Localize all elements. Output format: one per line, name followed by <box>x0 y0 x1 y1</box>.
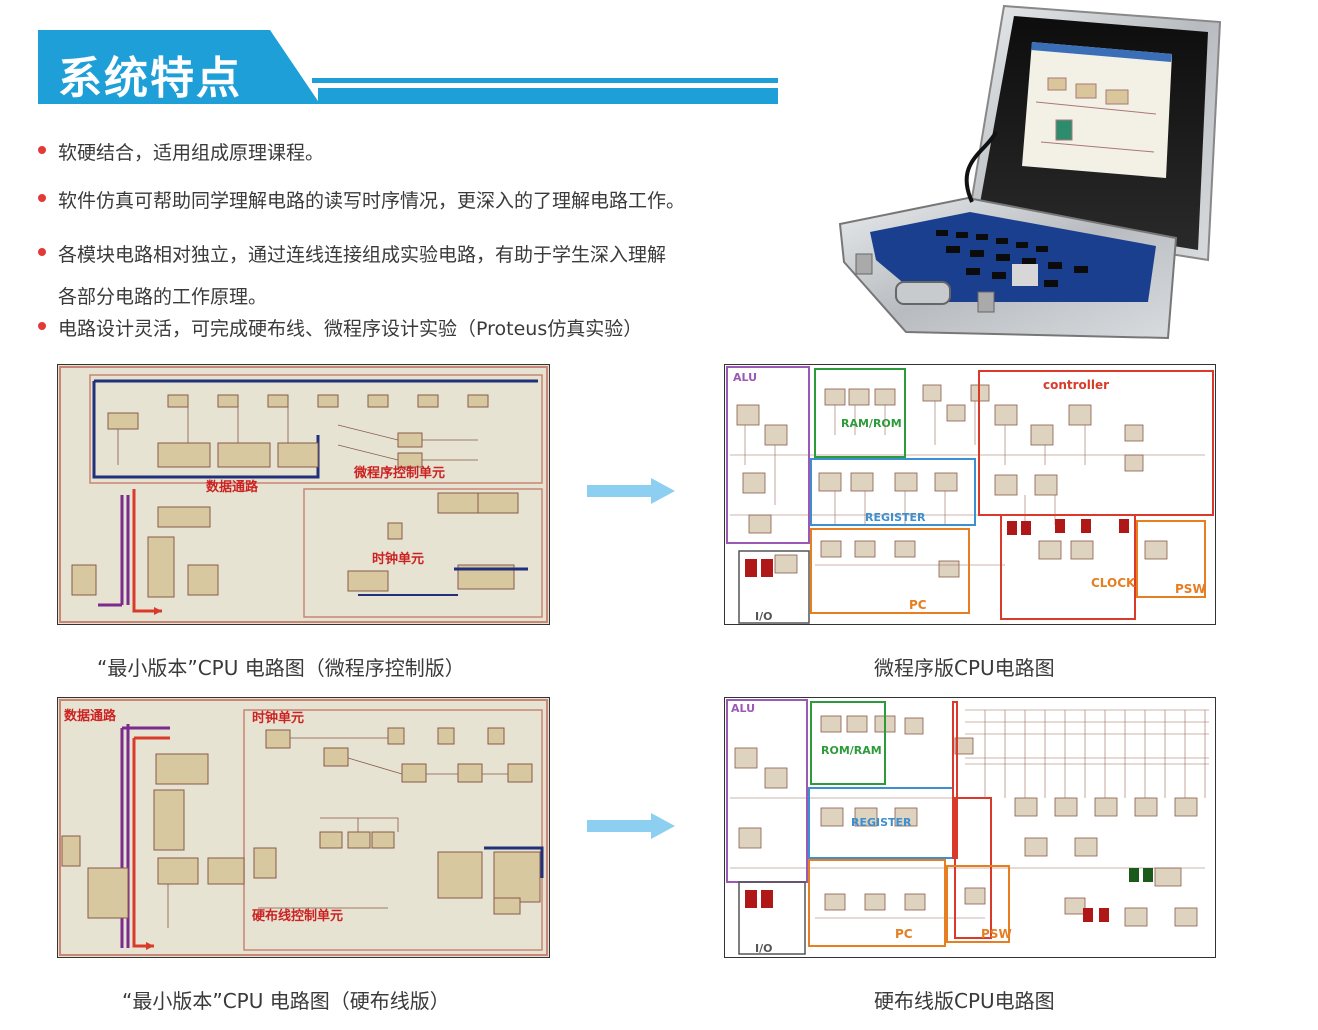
label-datapath: 数据通路 <box>64 708 117 724</box>
arrow-right-icon <box>587 813 675 839</box>
label-io: I/O <box>755 610 772 623</box>
feature-text: 软件仿真可帮助同学理解电路的读写时序情况，更深入的了理解电路工作。 <box>58 190 686 212</box>
label-pc: PC <box>909 598 927 612</box>
page-title: 系统特点 <box>58 53 242 104</box>
schematic-hardwired-cpu: ALU ROM/RAM REGISTER PC PSW I/O <box>724 697 1216 958</box>
label-clock: CLOCK <box>1091 576 1136 590</box>
arrow-right-icon <box>587 478 675 504</box>
label-alu: ALU <box>731 702 755 715</box>
caption-hardwired-cpu: 硬布线版CPU电路图 <box>874 989 1055 1013</box>
feature-item: 电路设计灵活，可完成硬布线、微程序设计实验（Proteus仿真实验） <box>38 314 642 341</box>
label-controller: controller <box>1043 378 1109 392</box>
caption-minimal-microprogram: “最小版本”CPU 电路图（微程序控制版） <box>97 656 465 680</box>
bullet-dot <box>38 248 46 256</box>
label-datapath: 数据通路 <box>206 479 259 495</box>
feature-text: 电路设计灵活，可完成硬布线、微程序设计实验（Proteus仿真实验） <box>58 318 643 340</box>
bullet-dot <box>38 146 46 154</box>
label-rom-ram: ROM/RAM <box>821 744 882 757</box>
label-register: REGISTER <box>865 511 926 524</box>
caption-minimal-hardwired: “最小版本”CPU 电路图（硬布线版） <box>122 989 450 1013</box>
schematic-minimal-microprogram: 微程序控制单元 数据通路 时钟单元 <box>57 364 550 625</box>
feature-text-continuation: 各部分电路的工作原理。 <box>58 286 268 308</box>
feature-item: 软硬结合，适用组成原理课程。 <box>38 138 324 165</box>
label-alu: ALU <box>733 371 757 384</box>
label-clock-unit: 时钟单元 <box>252 710 304 726</box>
header-rule-thin <box>312 78 778 83</box>
label-psw: PSW <box>981 927 1012 941</box>
schematic-microprogram-cpu: ALU RAM/ROM controller REGISTER PC CLOCK… <box>724 364 1216 625</box>
label-psw: PSW <box>1175 582 1206 596</box>
feature-text: 各模块电路相对独立，通过连线连接组成实验电路，有助于学生深入理解 <box>58 244 667 266</box>
label-ram-rom: RAM/ROM <box>841 417 902 430</box>
feature-item: 各模块电路相对独立，通过连线连接组成实验电路，有助于学生深入理解 <box>38 240 666 267</box>
schematic-minimal-hardwired: 数据通路 时钟单元 硬布线控制单元 <box>57 697 550 958</box>
header-banner <box>38 30 320 104</box>
bullet-dot <box>38 322 46 330</box>
feature-text: 软硬结合，适用组成原理课程。 <box>58 142 325 164</box>
label-hardwired-unit: 硬布线控制单元 <box>252 908 343 924</box>
label-register: REGISTER <box>851 816 912 829</box>
experiment-box-photo <box>838 4 1222 340</box>
header-rule-thick <box>318 88 778 104</box>
bullet-dot <box>38 194 46 202</box>
label-clock-unit: 时钟单元 <box>372 551 424 567</box>
label-io: I/O <box>755 942 772 955</box>
label-microprogram-unit: 微程序控制单元 <box>353 465 445 481</box>
feature-item: 软件仿真可帮助同学理解电路的读写时序情况，更深入的了理解电路工作。 <box>38 186 685 213</box>
label-pc: PC <box>895 927 913 941</box>
caption-microprogram-cpu: 微程序版CPU电路图 <box>874 656 1055 680</box>
